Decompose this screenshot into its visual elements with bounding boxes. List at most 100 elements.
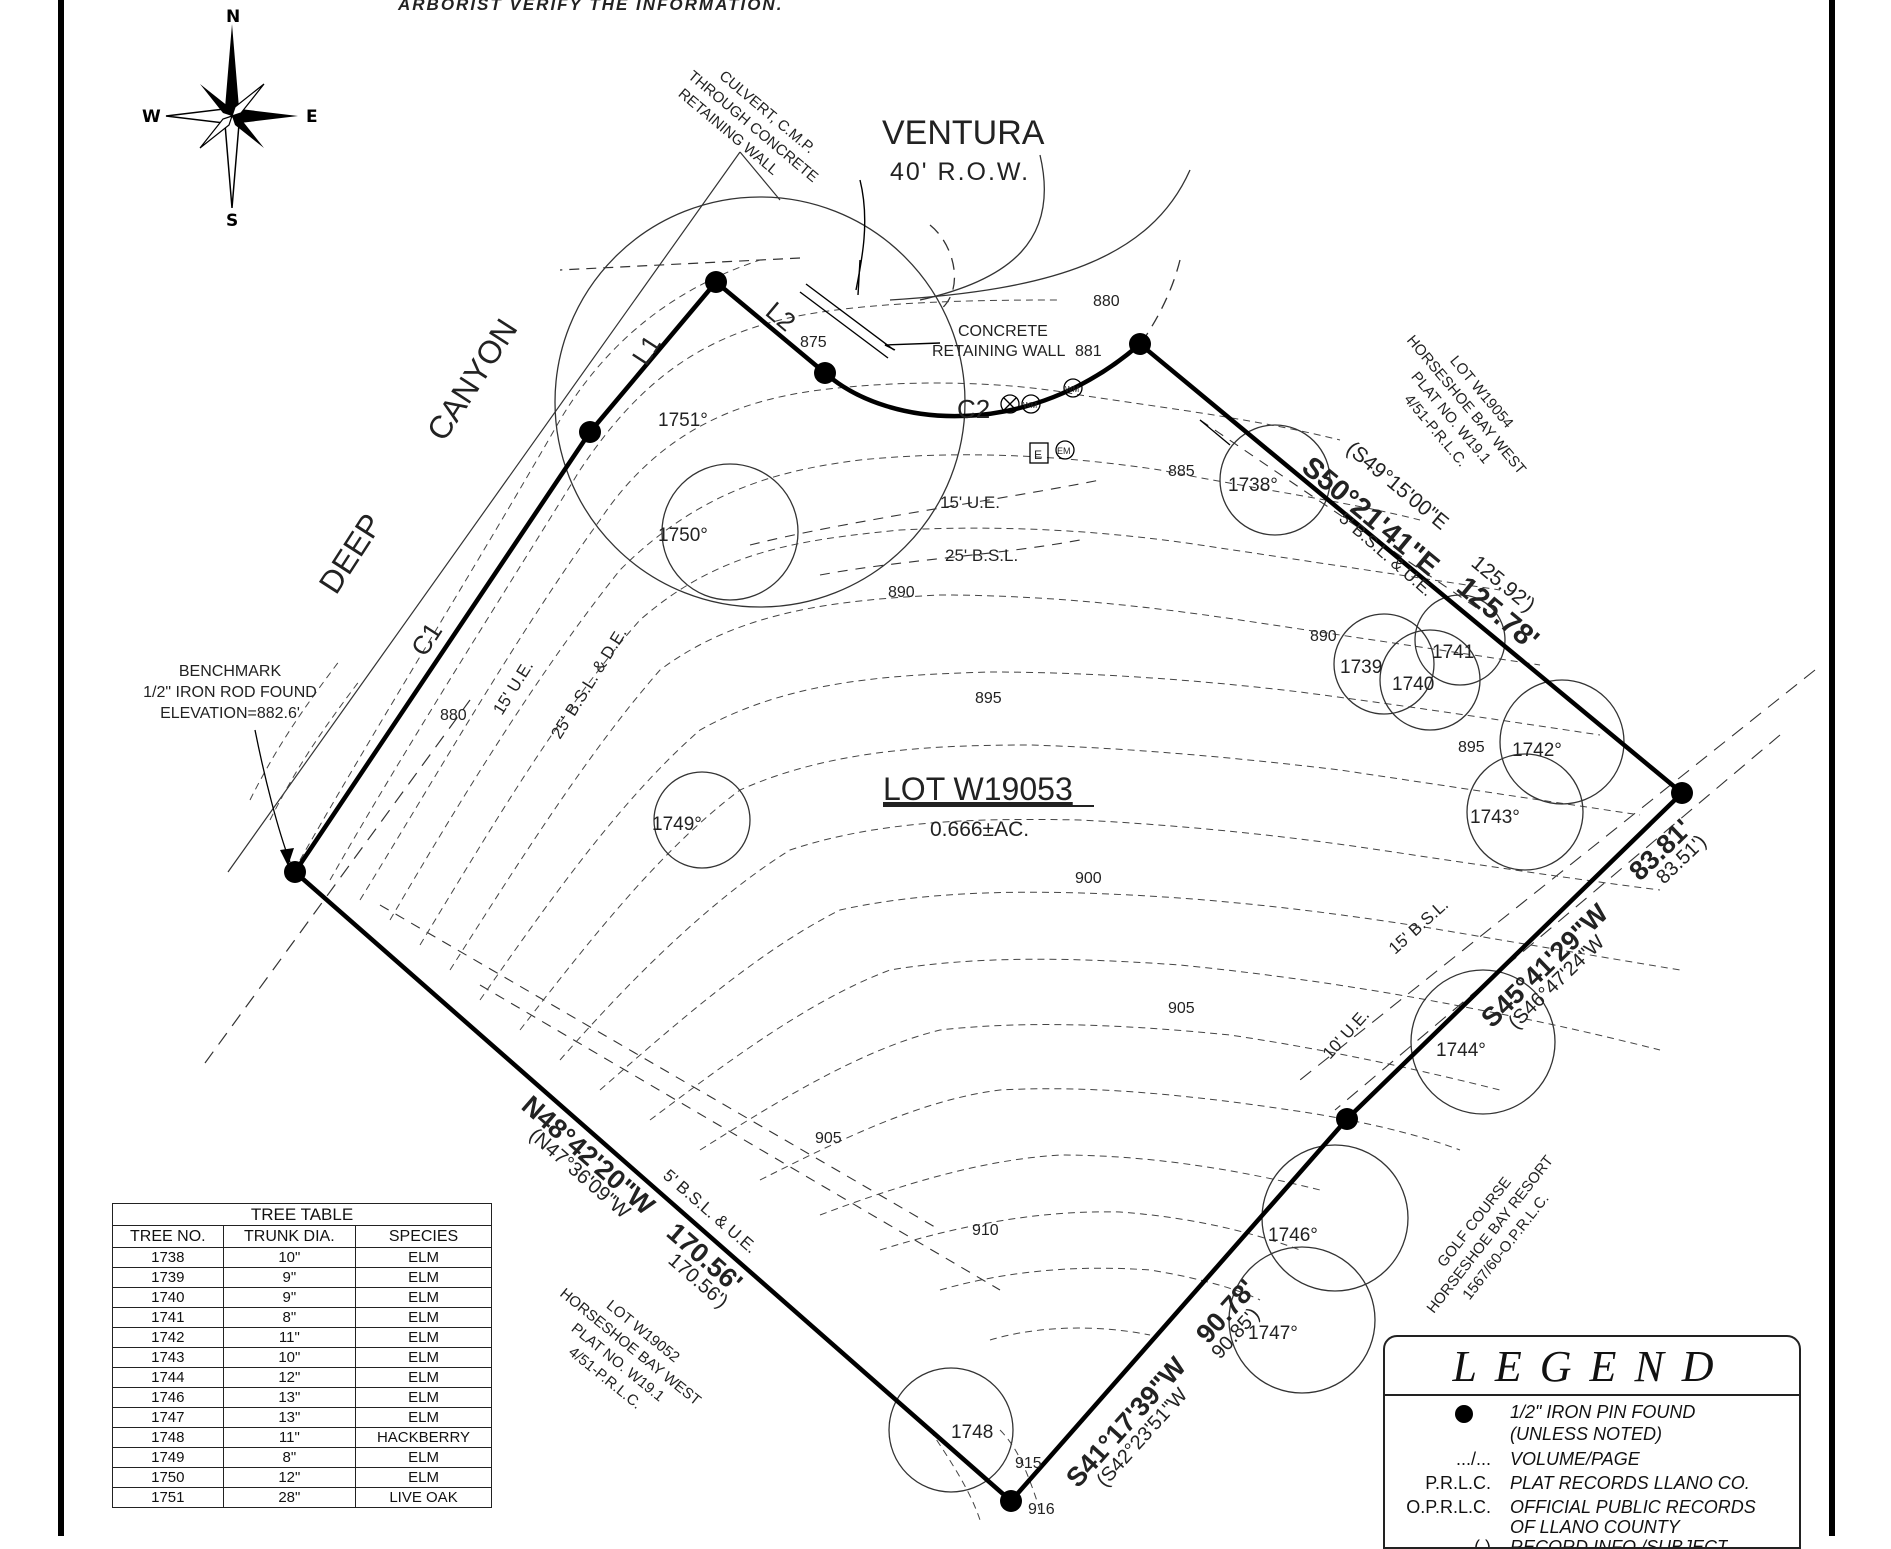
- table-cell: 1750: [112, 1467, 224, 1488]
- contour-895-e: 895: [1458, 739, 1485, 756]
- water-meter-icon: [1063, 378, 1083, 398]
- benchmark-line-3: ELEVATION=882.6': [160, 705, 300, 722]
- compass-e: E: [306, 107, 318, 127]
- legend-title: LEGEND: [1452, 1342, 1732, 1391]
- table-cell: ELM: [355, 1267, 492, 1288]
- table-cell: ELM: [355, 1447, 492, 1468]
- tree-1746: 1746°: [1268, 1225, 1318, 1246]
- benchmark-leader: [254, 729, 291, 863]
- table-cell: LIVE OAK: [355, 1487, 492, 1508]
- table-cell: 1738: [112, 1247, 224, 1268]
- tree-canopy-1739: [1333, 613, 1435, 715]
- contour-labels: 875 880 881 885 890 895 900 905 910 915 …: [440, 293, 1485, 1518]
- concrete-wall-line-2: RETAINING WALL: [932, 343, 1065, 360]
- table-cell: ELM: [355, 1387, 492, 1408]
- tree-canopy-1738: [1219, 424, 1331, 536]
- contour-905-s: 905: [815, 1130, 842, 1147]
- bsl-de-25-west: 25' B.S.L. & D.E.: [547, 624, 630, 742]
- iron-pin-icon: [814, 362, 836, 384]
- lot-area: 0.666±AC.: [930, 818, 1029, 841]
- table-cell: ELM: [355, 1247, 492, 1268]
- tree-table-header-tree-no: TREE NO.: [112, 1225, 224, 1248]
- contour-905: 905: [1168, 1000, 1195, 1017]
- iron-pins: [284, 271, 1693, 1512]
- legend-record: RECORD INFO./SUBJECT: [1510, 1537, 1729, 1547]
- lot-name: LOT W19053: [883, 771, 1073, 807]
- tree-1751: 1751°: [658, 410, 708, 431]
- deep-canyon-road-edges: [204, 151, 801, 1064]
- iron-pin-icon: [284, 861, 306, 883]
- legend-box: LEGEND 1/2" IRON PIN FOUND (UNLESS NOTED…: [1383, 1335, 1801, 1549]
- table-cell: ELM: [355, 1467, 492, 1488]
- legend-divider: [1385, 1394, 1799, 1396]
- table-cell: ELM: [355, 1287, 492, 1308]
- tree-1742: 1742°: [1512, 740, 1562, 761]
- iron-pin-icon: [1336, 1108, 1358, 1130]
- table-cell: ELM: [355, 1367, 492, 1388]
- tree-1744: 1744°: [1436, 1040, 1486, 1061]
- table-cell: 1739: [112, 1267, 224, 1288]
- table-cell: 1743: [112, 1347, 224, 1368]
- table-cell: 1746: [112, 1387, 224, 1408]
- table-cell: 8": [222, 1447, 357, 1468]
- table-cell: 9": [222, 1267, 357, 1288]
- tree-table-title: TREE TABLE: [112, 1203, 492, 1226]
- table-cell: 1749: [112, 1447, 224, 1468]
- table-cell: 1747: [112, 1407, 224, 1428]
- table-cell: 8": [222, 1307, 357, 1328]
- curve-c2: C2: [957, 394, 990, 424]
- legend-oprlc-abbr: O.P.R.L.C.: [1406, 1497, 1491, 1517]
- e-label: E: [1034, 448, 1042, 462]
- legend-pin-line-2: (UNLESS NOTED): [1510, 1424, 1663, 1444]
- electric-meter-icon: [1055, 440, 1075, 460]
- legend-vol: VOLUME/PAGE: [1510, 1449, 1640, 1469]
- contour-916: 916: [1028, 1501, 1055, 1518]
- legend-prlc-abbr: P.R.L.C.: [1425, 1473, 1491, 1493]
- contour-900: 900: [1075, 870, 1102, 887]
- table-cell: 28": [222, 1487, 357, 1508]
- north-arrow-icon: N S E W: [142, 7, 318, 231]
- table-cell: HACKBERRY: [355, 1427, 492, 1448]
- ue-15-north: 15' U.E.: [940, 493, 1000, 512]
- bsl-25-north: 25' B.S.L.: [945, 546, 1018, 565]
- ue-10-east: 10' U.E.: [1319, 1005, 1373, 1062]
- benchmark-line-1: BENCHMARK: [179, 663, 282, 680]
- contour-875: 875: [800, 334, 827, 351]
- utility-symbols: [1000, 378, 1231, 464]
- golf-course-line-2: HORSESHOE BAY RESORT: [1423, 1152, 1556, 1316]
- tree-canopy-1746: [1261, 1144, 1409, 1292]
- table-cell: ELM: [355, 1407, 492, 1428]
- tree-canopy-1749: [653, 771, 751, 869]
- tree-table-header-species: SPECIES: [355, 1225, 492, 1248]
- contour-895: 895: [975, 690, 1002, 707]
- culvert-callout: CULVERT, C.M.P. THROUGH CONCRETE RETAINI…: [675, 67, 821, 186]
- table-cell: 9": [222, 1287, 357, 1308]
- ventura-row-label: 40' R.O.W.: [890, 158, 1030, 186]
- benchmark-arrow-icon: [280, 848, 294, 866]
- tree-1739: 1739: [1340, 657, 1382, 678]
- sheet-border: [58, 0, 1835, 1536]
- tree-canopy-1751: [554, 196, 966, 608]
- line-l2: L2: [760, 296, 801, 338]
- iron-pin-icon: [579, 421, 601, 443]
- table-cell: 13": [222, 1407, 357, 1428]
- tree-canopy-1743: [1466, 753, 1584, 871]
- ventura-label: VENTURA: [882, 114, 1045, 152]
- water-valve-icon: [1000, 394, 1020, 414]
- tree-canopy-1748: [888, 1367, 1014, 1493]
- concrete-wall-callout: CONCRETE RETAINING WALL: [932, 323, 1065, 360]
- legend-record-abbr: ( ): [1474, 1537, 1491, 1547]
- tree-table: TREE TABLE TREE NO. TRUNK DIA. SPECIES 1…: [112, 1203, 492, 1508]
- contour-890: 890: [888, 584, 915, 601]
- line-l1: L1: [626, 330, 667, 371]
- tree-1738: 1738°: [1228, 475, 1278, 496]
- table-cell: ELM: [355, 1327, 492, 1348]
